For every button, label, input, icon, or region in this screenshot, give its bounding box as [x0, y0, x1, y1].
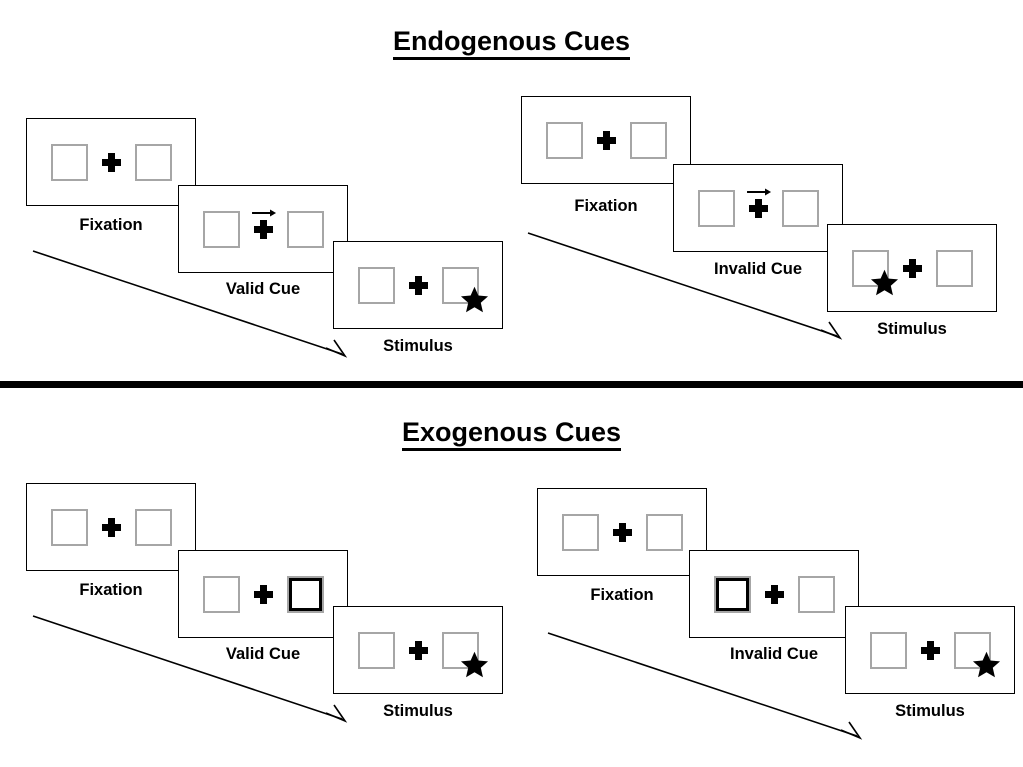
placeholder-box-right	[953, 631, 1001, 678]
trial-frame-exogenous-invalid-cue[interactable]	[689, 550, 859, 638]
trial-frame-exogenous-valid-stimulus[interactable]	[333, 606, 503, 694]
placeholder-box-right	[441, 266, 489, 313]
placeholder-box-left	[50, 143, 88, 181]
stage-caption-endogenous-invalid-fixation: Fixation	[574, 197, 638, 215]
placeholder-box-left-highlighted	[713, 575, 751, 613]
placeholder-box-right	[134, 508, 172, 546]
placeholder-box-right	[286, 210, 324, 248]
fixation-cross-icon	[252, 209, 277, 239]
frame-inner	[50, 508, 172, 546]
stage-caption-endogenous-valid-stimulus: Stimulus	[383, 337, 453, 355]
placeholder-box-left	[357, 266, 395, 304]
trial-frame-exogenous-valid-fixation[interactable]	[26, 483, 196, 571]
fixation-cross-icon	[253, 584, 273, 604]
trial-frame-endogenous-invalid-stimulus[interactable]	[827, 224, 997, 312]
stage-caption-endogenous-invalid-cue: Invalid Cue	[713, 260, 803, 278]
frame-inner	[357, 266, 489, 313]
frame-inner	[851, 249, 973, 296]
placeholder-box-left	[545, 121, 583, 159]
fixation-cross-icon	[101, 152, 121, 172]
trial-frame-exogenous-valid-cue[interactable]	[178, 550, 348, 638]
placeholder-box-left	[869, 631, 907, 669]
stage-caption-endogenous-invalid-stimulus: Stimulus	[877, 320, 947, 338]
fixation-cross-icon	[612, 522, 632, 542]
stage-caption-exogenous-invalid-cue: Invalid Cue	[729, 645, 819, 663]
trial-frame-endogenous-valid-cue[interactable]	[178, 185, 348, 273]
placeholder-box-left	[202, 210, 240, 248]
endogenous-title-text: Endogenous Cues	[392, 26, 630, 60]
stage-caption-endogenous-valid-cue: Valid Cue	[225, 280, 301, 298]
placeholder-box-right	[645, 513, 683, 551]
placeholder-box-left	[202, 575, 240, 613]
exogenous-title-text: Exogenous Cues	[401, 417, 622, 451]
frame-inner	[357, 631, 489, 678]
frame-inner	[713, 575, 835, 613]
placeholder-box-left	[561, 513, 599, 551]
placeholder-box-left	[357, 631, 395, 669]
arrow-right-icon	[746, 186, 772, 197]
stage-caption-exogenous-valid-fixation: Fixation	[79, 581, 143, 599]
placeholder-box-left	[697, 189, 735, 227]
fixation-cross-icon	[902, 258, 922, 278]
frame-inner	[869, 631, 1001, 678]
placeholder-box-left	[50, 508, 88, 546]
fixation-cross-icon	[408, 275, 428, 295]
placeholder-box-right	[781, 189, 819, 227]
placeholder-box-right	[797, 575, 835, 613]
arrow-right-icon	[251, 207, 277, 218]
section-exogenous-cues: Exogenous Cues Fixation Valid Cue	[0, 392, 1023, 767]
frame-inner	[50, 143, 172, 181]
stage-caption-exogenous-invalid-fixation: Fixation	[590, 586, 654, 604]
fixation-cross-icon	[920, 640, 940, 660]
stage-caption-exogenous-invalid-stimulus: Stimulus	[895, 702, 965, 720]
frame-inner	[202, 575, 324, 613]
trial-frame-endogenous-valid-stimulus[interactable]	[333, 241, 503, 329]
placeholder-box-right	[629, 121, 667, 159]
placeholder-box-right	[134, 143, 172, 181]
trial-frame-endogenous-invalid-cue[interactable]	[673, 164, 843, 252]
placeholder-box-right	[935, 249, 973, 287]
placeholder-box-left	[851, 249, 899, 296]
fixation-cross-icon	[764, 584, 784, 604]
frame-inner	[202, 209, 324, 248]
stage-caption-endogenous-valid-fixation: Fixation	[79, 216, 143, 234]
fixation-cross-icon	[408, 640, 428, 660]
trial-frame-exogenous-invalid-fixation[interactable]	[537, 488, 707, 576]
endogenous-section-title: Endogenous Cues	[0, 26, 1023, 60]
exogenous-section-title: Exogenous Cues	[0, 417, 1023, 451]
stage-caption-exogenous-valid-cue: Valid Cue	[225, 645, 301, 663]
section-divider	[0, 381, 1023, 388]
trial-frame-exogenous-invalid-stimulus[interactable]	[845, 606, 1015, 694]
trial-frame-endogenous-invalid-fixation[interactable]	[521, 96, 691, 184]
frame-inner	[561, 513, 683, 551]
fixation-cross-icon	[747, 188, 772, 218]
placeholder-box-right	[441, 631, 489, 678]
fixation-cross-icon	[101, 517, 121, 537]
placeholder-box-right-highlighted	[286, 575, 324, 613]
fixation-cross-icon	[596, 130, 616, 150]
frame-inner	[545, 121, 667, 159]
section-endogenous-cues: Endogenous Cues Fixation	[0, 26, 1023, 358]
stage-caption-exogenous-valid-stimulus: Stimulus	[383, 702, 453, 720]
trial-frame-endogenous-valid-fixation[interactable]	[26, 118, 196, 206]
frame-inner	[697, 188, 819, 227]
